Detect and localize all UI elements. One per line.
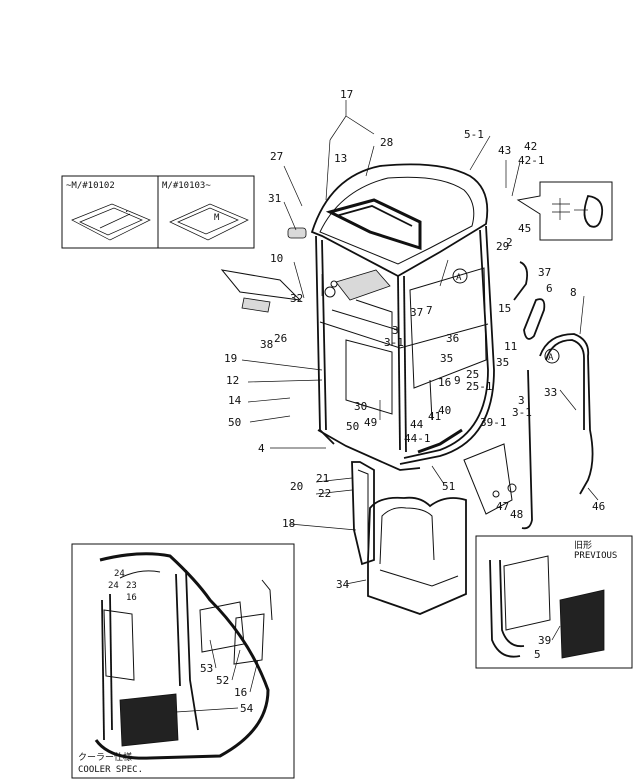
label-3b: 3 [518,394,525,407]
label-50b: 50 [346,420,359,433]
part-labels: 17 28 13 27 5-1 43 42 42-1 31 10 32 26 3… [108,88,605,715]
label-51: 51 [442,480,455,493]
label-35a: 35 [440,352,453,365]
seat-assembly [367,496,467,615]
label-46: 46 [592,500,605,513]
label-48: 48 [510,508,523,521]
label-50a: 50 [228,416,241,429]
cab-main-assembly [310,163,495,471]
label-40: 40 [438,404,451,417]
label-10: 10 [270,252,283,265]
label-13: 13 [334,152,347,165]
previous-en: PREVIOUS [574,551,617,561]
bracket-assembly [463,443,517,515]
label-25: 25 [466,368,479,381]
label-16c: 16 [234,686,247,699]
ref-a-1: A [456,273,462,283]
label-9: 9 [454,374,461,387]
label-32: 32 [290,292,303,305]
label-45: 45 [518,222,531,235]
label-24: 24 [114,569,125,579]
ref-a-2: A [548,353,554,363]
label-37b: 37 [538,266,551,279]
label-33: 33 [544,386,557,399]
label-30: 30 [354,400,367,413]
label-6: 6 [546,282,553,295]
label-31: 31 [268,192,281,205]
label-5b: 5 [534,648,541,661]
label-11: 11 [504,340,517,353]
label-39-1: 39-1 [480,416,507,429]
label-21: 21 [316,472,329,485]
previous-inset: 旧形 PREVIOUS [475,535,633,669]
label-41: 41 [428,410,441,423]
model-range-1-label: ~M/#10102 [66,181,115,191]
label-42-1: 42-1 [518,154,545,167]
label-49: 49 [364,416,377,429]
label-16: 16 [438,376,451,389]
left-panel-assembly [220,227,307,313]
label-25-1: 25-1 [466,380,493,393]
previous-jp: 旧形 [574,539,592,551]
label-19: 19 [224,352,237,365]
label-3-1a: 3-1 [384,336,404,349]
label-37a: 37 [410,306,423,319]
cooler-spec-en: COOLER SPEC. [78,765,143,775]
label-43: 43 [498,144,511,157]
label-34: 34 [336,578,350,591]
label-44-1: 44-1 [404,432,431,445]
label-3a: 3 [392,324,399,337]
label-38: 38 [260,338,273,351]
label-15: 15 [498,302,511,315]
model-range-inset: ~M/#10102 M/#10103~ . M [61,175,255,249]
label-39b: 39 [538,634,551,647]
label-42: 42 [524,140,537,153]
svg-text:.: . [124,205,129,215]
label-28: 28 [380,136,393,149]
cooler-spec-jp: クーラー仕様 [78,751,132,763]
label-20: 20 [290,480,303,493]
model-range-2-label: M/#10103~ [162,181,211,191]
label-36: 36 [446,332,459,345]
label-24b: 24 [108,581,119,591]
label-54: 54 [240,702,254,715]
detail-inset-top-right [516,181,613,241]
label-23: 23 [126,581,137,591]
label-27: 27 [270,150,283,163]
cooler-spec-inset: クーラー仕様 COOLER SPEC. [71,543,295,779]
inset-dim-m: M [214,213,220,223]
label-8: 8 [570,286,577,299]
label-18: 18 [282,517,295,530]
label-3-1b: 3-1 [512,406,532,419]
label-35b: 35 [496,356,509,369]
label-7: 7 [426,304,433,317]
label-52: 52 [216,674,229,687]
label-5-1: 5-1 [464,128,484,141]
label-44: 44 [410,418,424,431]
label-26: 26 [274,332,287,345]
leader-lines [241,100,599,585]
reference-markers: A A [452,268,560,364]
label-16b: 16 [126,593,137,603]
inset-leader-lines [175,625,561,713]
label-14: 14 [228,394,242,407]
label-22: 22 [318,487,331,500]
label-47: 47 [496,500,509,513]
label-29: 29 [496,240,509,253]
label-4: 4 [258,442,265,455]
label-17: 17 [340,88,353,101]
label-53: 53 [200,662,213,675]
label-2: 2 [506,236,513,249]
label-12: 12 [226,374,239,387]
